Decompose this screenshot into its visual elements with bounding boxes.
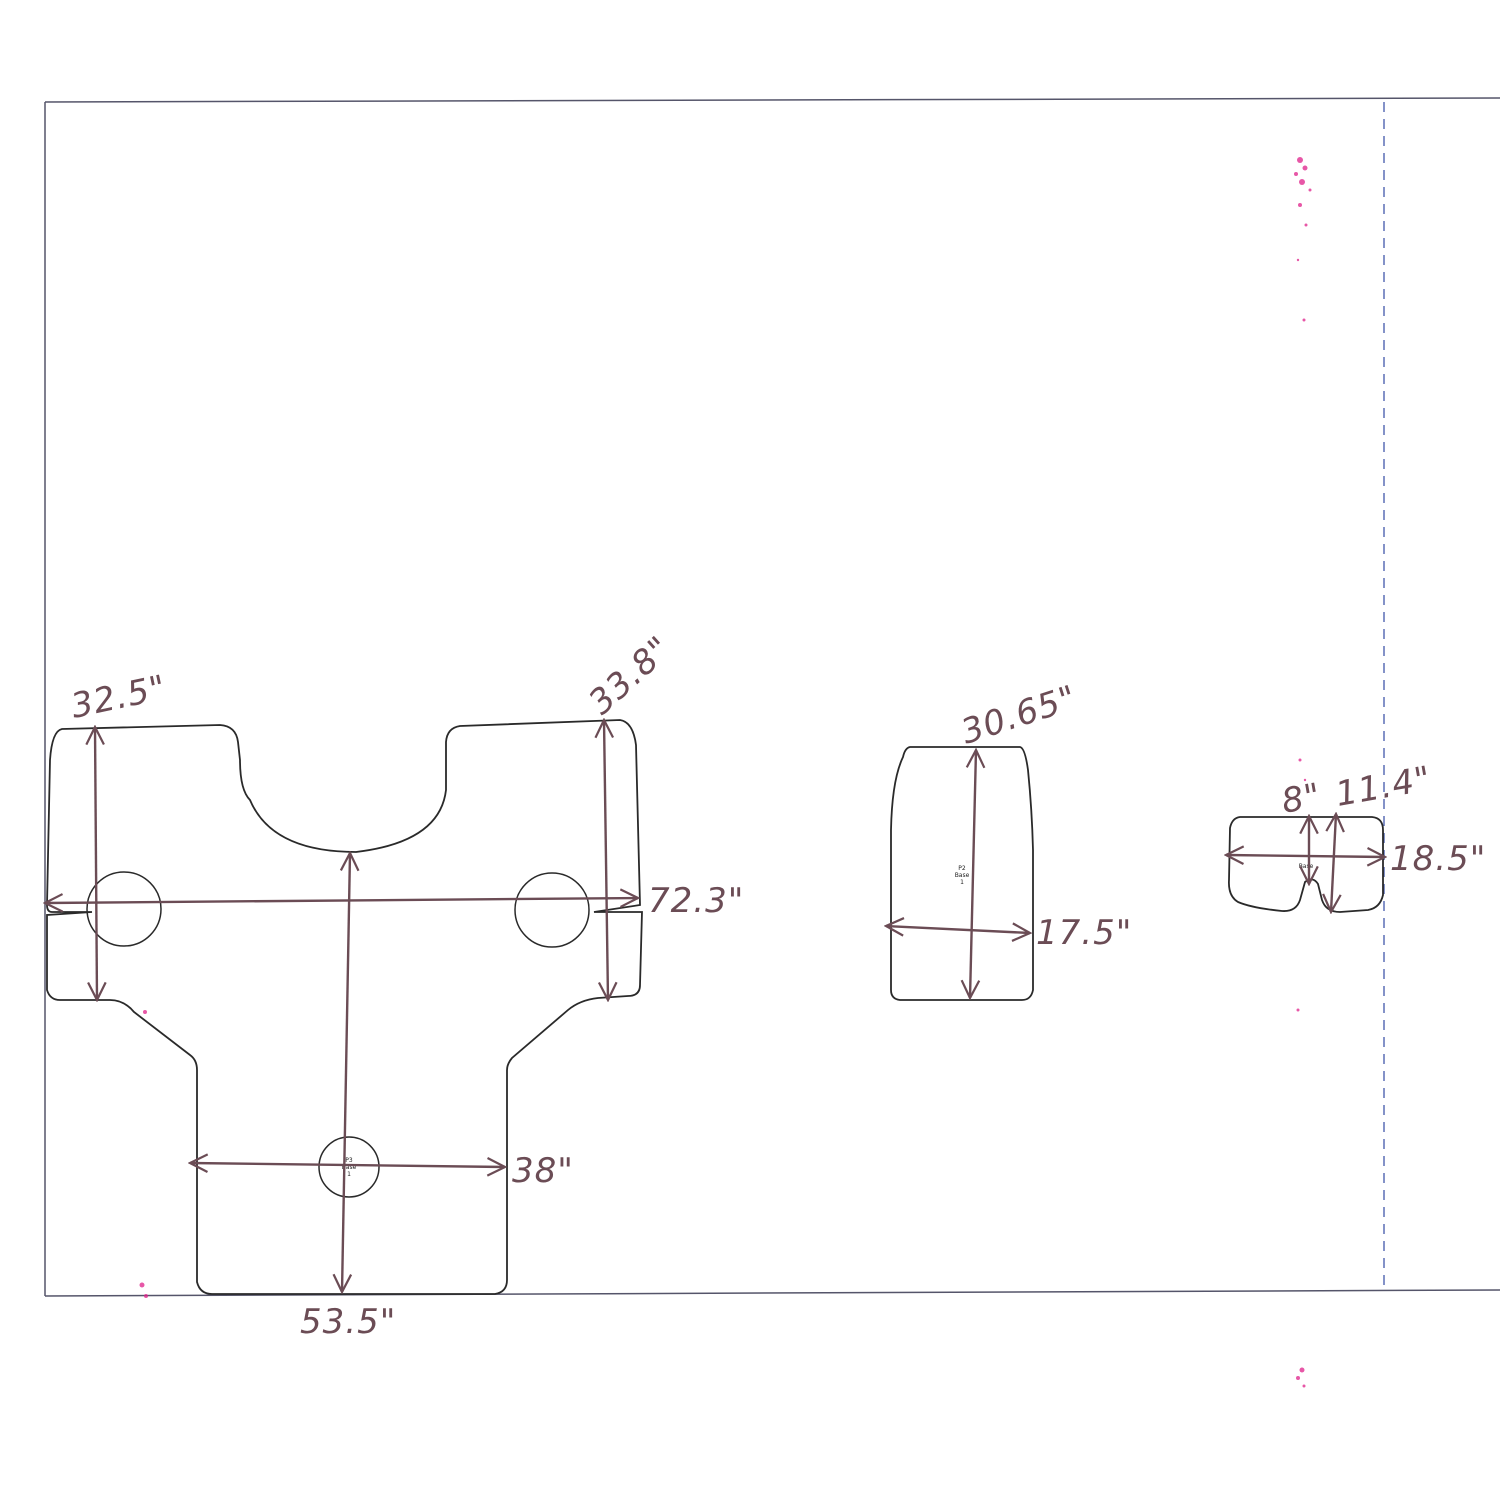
large-right-hole [514,872,590,948]
large-part-tag-line3: 1 [347,1171,351,1178]
dim-mid-height: 30.65" [956,678,1082,753]
arrow-overall-width [45,898,638,903]
large-part-tag-line1: P3 [345,1157,353,1164]
arrow-small-width [1226,855,1385,857]
arrow-mid-width [886,926,1030,933]
sheet-frame [44,97,1500,1297]
mid-part-tag-line3: 1 [960,879,964,886]
dim-large-upper-right: 33.8" [581,628,679,722]
arrow-overall-height [342,853,350,1292]
mid-part-tag-line1: P2 [958,865,966,872]
mid-dimension-arrows [886,750,1030,998]
dim-small-width: 18.5" [1390,839,1486,879]
arrow-right-height [604,720,608,1000]
small-dimension-arrows [1226,814,1385,912]
arrow-mid-height [970,750,976,998]
mid-piece-outline [890,746,1034,1001]
small-part-tag: Base [1299,863,1314,870]
small-pattern-piece: Base [1228,816,1384,913]
dim-small-height: 11.4" [1333,759,1435,815]
arrow-left-height [95,727,97,1000]
dim-large-upper-left: 32.5" [68,668,171,727]
large-dimension-arrows [45,720,638,1292]
dim-small-notch: 8" [1279,776,1325,822]
dim-large-overall-height: 53.5" [300,1302,396,1342]
large-piece-outline [46,719,643,1295]
arrow-small-height [1331,814,1336,912]
large-left-hole [86,871,162,947]
dim-large-lower-width: 38" [512,1151,574,1191]
mid-part-tag-line2: Base [955,872,970,879]
dim-mid-width: 17.5" [1036,913,1132,953]
dim-large-overall-width: 72.3" [648,881,744,921]
scan-speckles [139,157,1312,1388]
mid-pattern-piece: P2 Base 1 [890,746,1034,1001]
